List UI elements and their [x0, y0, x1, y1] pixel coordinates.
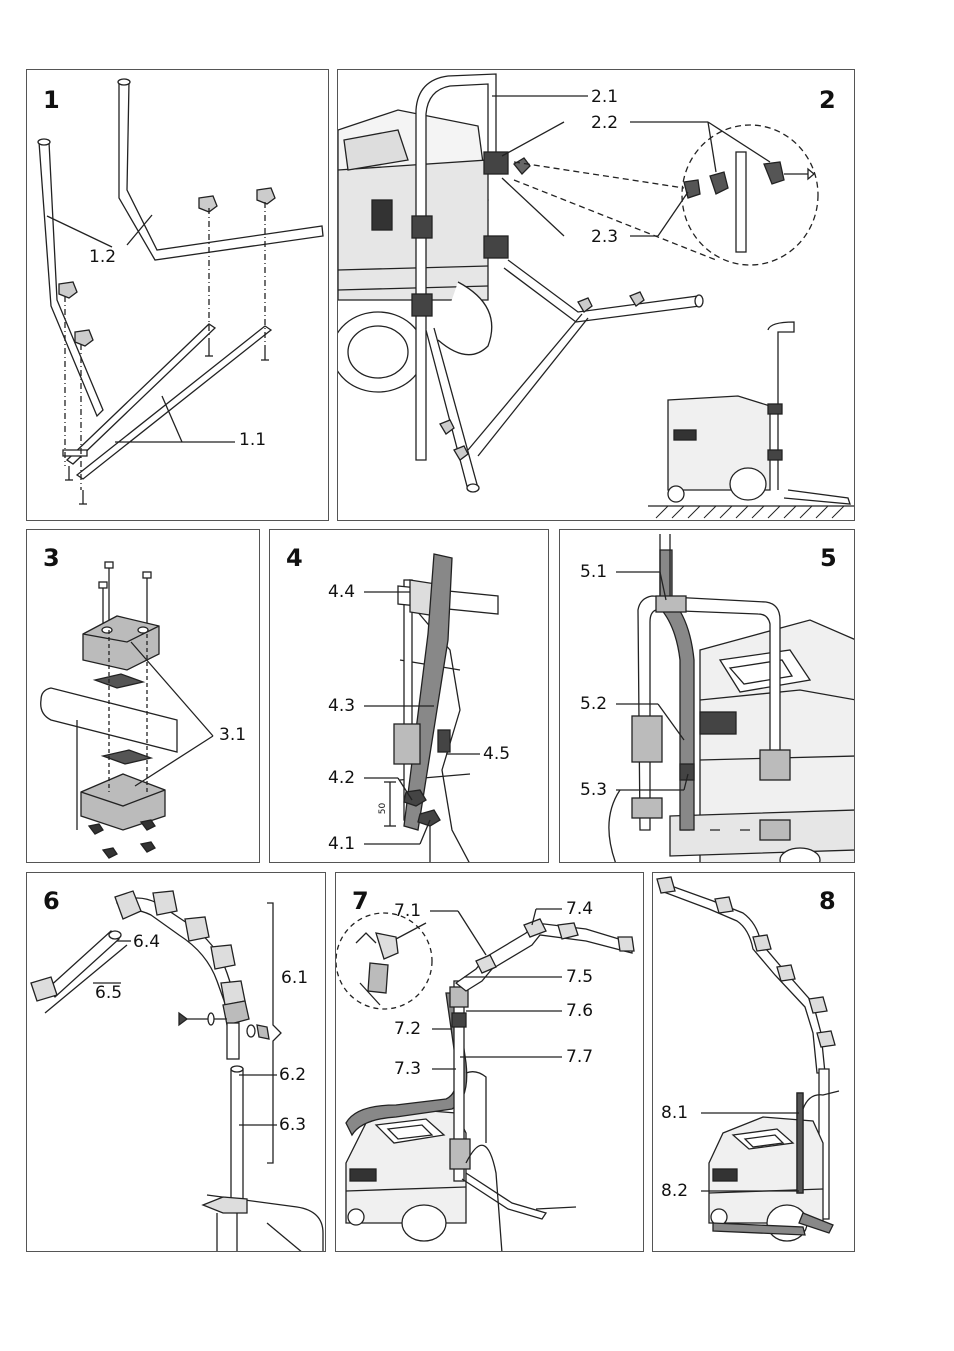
label-4-5: 4.5	[483, 744, 511, 764]
label-7-3: 7.3	[394, 1059, 422, 1079]
panel-1: 1 1.2 1.1	[26, 69, 329, 521]
dimension-50: 50	[378, 802, 389, 815]
panel-8: 8 8.1 8.2	[652, 872, 855, 1252]
label-1-1: 1.1	[239, 430, 267, 450]
label-6-1: 6.1	[281, 968, 309, 988]
label-5-2: 5.2	[580, 694, 608, 714]
label-4-3: 4.3	[328, 696, 356, 716]
panel-8-number: 8	[819, 887, 836, 915]
label-6-5: 6.5	[95, 983, 123, 1003]
panel-5-number: 5	[820, 544, 837, 572]
panel-4-drawing	[364, 553, 499, 862]
label-7-7: 7.7	[566, 1047, 594, 1067]
panel-4-number: 4	[286, 544, 303, 572]
label-7-1: 7.1	[394, 901, 422, 921]
panel-7: 7 7.1 7.4 7.5 7.6 7.2 7.7 7.3	[335, 872, 644, 1252]
panel-2-number: 2	[819, 86, 836, 114]
label-2-3: 2.3	[591, 227, 619, 247]
panel-1-drawing	[37, 78, 324, 505]
panel-7-number: 7	[352, 887, 369, 915]
label-7-4: 7.4	[566, 899, 594, 919]
panel-2-drawing	[338, 73, 854, 519]
panel-3: 3 3.1	[26, 529, 260, 863]
panel-7-drawing	[336, 908, 635, 1251]
panel-3-drawing	[40, 561, 214, 859]
label-8-1: 8.1	[661, 1103, 689, 1123]
label-6-2: 6.2	[279, 1065, 307, 1085]
label-4-4: 4.4	[328, 582, 356, 602]
panel-1-number: 1	[43, 86, 60, 114]
label-2-2: 2.2	[591, 113, 619, 133]
panel-4: 4 4.4 4.3 4.5 4.2 50 4.1	[269, 529, 549, 863]
panel-2: 2 2.1 2.2 2.3	[337, 69, 855, 521]
label-1-2: 1.2	[89, 247, 117, 267]
panel-8-drawing	[656, 876, 840, 1242]
label-4-1: 4.1	[328, 834, 356, 854]
label-7-2: 7.2	[394, 1019, 422, 1039]
label-5-1: 5.1	[580, 562, 608, 582]
label-6-3: 6.3	[279, 1115, 307, 1135]
label-7-6: 7.6	[566, 1001, 594, 1021]
label-7-5: 7.5	[566, 967, 594, 987]
label-6-4: 6.4	[133, 932, 161, 952]
label-5-3: 5.3	[580, 780, 608, 800]
panel-3-number: 3	[43, 544, 60, 572]
panel-6-number: 6	[43, 887, 60, 915]
panel-6-drawing	[30, 890, 324, 1251]
label-4-2: 4.2	[328, 768, 356, 788]
panel-5: 5 5.1 5.2 5.3	[559, 529, 855, 863]
label-8-2: 8.2	[661, 1181, 689, 1201]
label-2-1: 2.1	[591, 87, 619, 107]
panel-5-drawing	[608, 534, 854, 862]
panel-6: 6 6.4 6.5 6.1 6.2 6.3	[26, 872, 326, 1252]
label-3-1: 3.1	[219, 725, 247, 745]
